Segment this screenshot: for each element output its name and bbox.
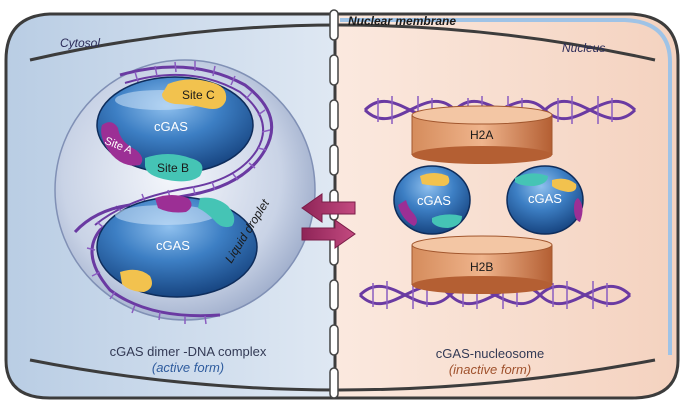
cgas-bottom-label: cGAS (156, 238, 190, 253)
nuc-left-site-c (420, 173, 450, 186)
dna-left-rungs (86, 61, 271, 325)
right-caption: cGAS-nucleosome (435, 346, 545, 361)
site-b-label: Site B (157, 161, 190, 175)
arrow-right (301, 219, 356, 249)
nucleus-region (333, 12, 680, 400)
dna-left (90, 65, 274, 318)
bottom-site-b-shape (198, 197, 235, 228)
cgas-top-label: cGAS (154, 119, 188, 134)
bottom-site-a-shape (155, 195, 192, 213)
cgas-nuc-right-label: cGAS (528, 191, 562, 206)
nucleus-label: Nucleus (562, 41, 606, 55)
dna-left-outer (73, 203, 131, 234)
dna-right-bottom (358, 284, 632, 306)
site-a-shape (101, 122, 143, 166)
cgas-bottom-highlight (115, 205, 215, 225)
nuc-left-site-b (432, 214, 462, 228)
h2b-label: H2B (470, 260, 494, 274)
nuc-right-site-b (515, 173, 548, 186)
h2a-label: H2A (470, 128, 494, 142)
site-c-label: Site C (182, 88, 215, 102)
cytosol-label: Cytosol (60, 36, 101, 50)
exchange-arrows (301, 193, 356, 249)
histone-h2b (411, 235, 553, 294)
left-caption: cGAS dimer -DNA complex (109, 344, 267, 359)
right-caption-form: (inactive form) (448, 362, 532, 377)
arrow-left (301, 193, 356, 223)
left-caption-form: (active form) (151, 360, 225, 375)
site-c-shape (162, 79, 227, 109)
site-b-shape (145, 154, 203, 182)
bottom-site-c-shape (120, 269, 152, 292)
membrane-label: Nuclear membrane (348, 14, 457, 28)
nuc-right-site-c (552, 178, 577, 192)
nuc-left-site-a (398, 200, 417, 226)
cgas-nuc-left-label: cGAS (417, 193, 451, 208)
nuc-right-site-a (574, 198, 583, 222)
histone-h2a (411, 105, 553, 164)
nucleus-inner-outline (340, 18, 672, 355)
